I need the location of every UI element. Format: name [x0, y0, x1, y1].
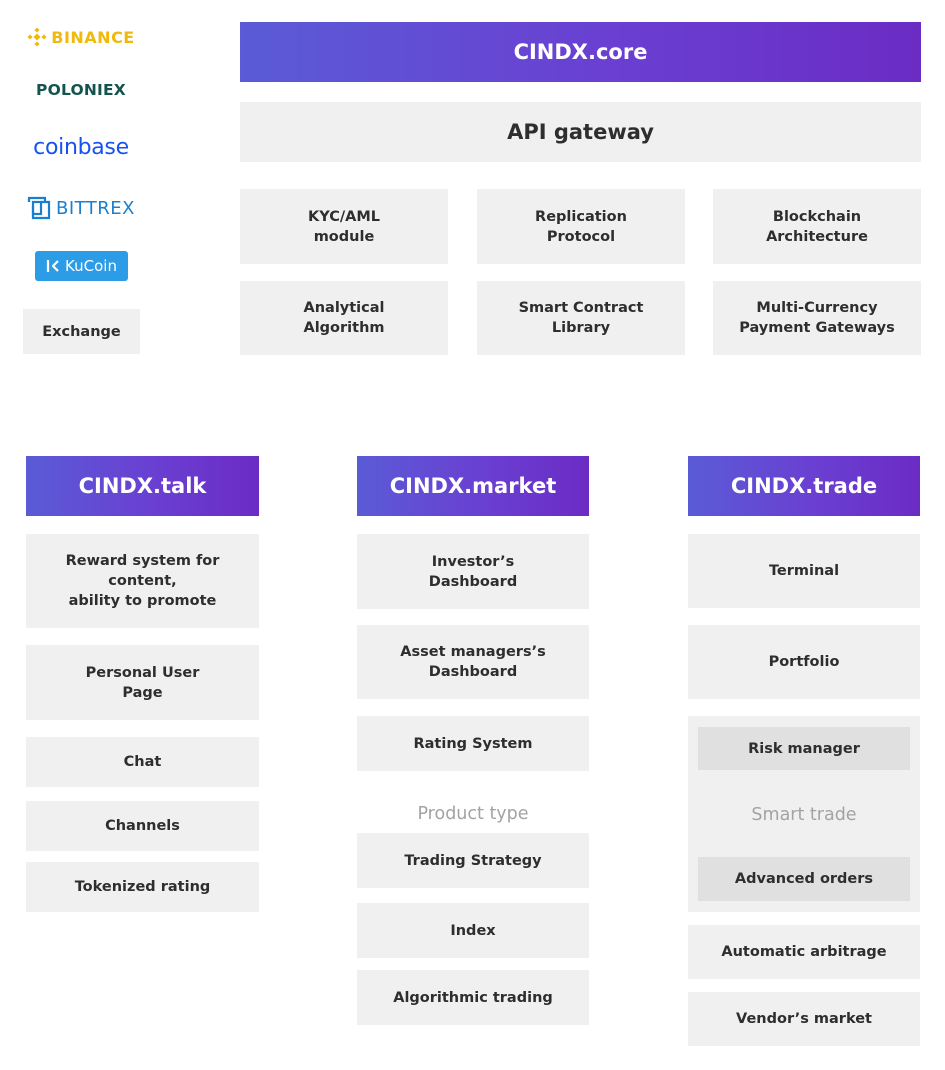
binance-diamond-icon [27, 27, 47, 47]
exchange-box: Exchange [23, 309, 140, 354]
talk-item-reward: Reward system for content, ability to pr… [26, 534, 259, 628]
market-product-label: Index [450, 922, 496, 939]
kucoin-logo: KuCoin [20, 251, 142, 281]
trade-item-label: Portfolio [768, 654, 840, 670]
kucoin-label: KuCoin [65, 257, 117, 275]
kucoin-badge: KuCoin [34, 251, 128, 281]
core-module-label: Multi-Currency Payment Gateways [739, 300, 895, 336]
core-module-label: Smart Contract Library [518, 300, 644, 336]
coinbase-logo: coinbase [20, 132, 142, 162]
kucoin-k-icon [46, 260, 59, 272]
talk-title: CINDX.talk [78, 474, 207, 498]
smart-trade-label: Smart trade [688, 800, 920, 830]
trade-item-automatic-arbitrage: Automatic arbitrage [688, 925, 920, 979]
market-title: CINDX.market [389, 474, 557, 498]
exchange-label: Exchange [42, 323, 121, 340]
trade-item-label: Advanced orders [734, 871, 874, 887]
smart-trade-text: Smart trade [751, 805, 857, 825]
core-header: CINDX.core [240, 22, 921, 82]
trade-item-vendors-market: Vendor’s market [688, 992, 920, 1046]
core-module-label: KYC/AML module [307, 208, 381, 245]
market-item-asset-manager-dashboard: Asset managers’s Dashboard [357, 625, 589, 699]
core-module-kyc: KYC/AML module [240, 189, 448, 264]
market-item-label: Investor’s Dashboard [428, 553, 518, 590]
talk-item-personal-page: Personal User Page [26, 645, 259, 720]
core-module-label: Blockchain Architecture [766, 208, 868, 245]
bittrex-label: BITTREX [55, 197, 136, 219]
core-module-analytical: Analytical Algorithm [240, 281, 448, 355]
talk-item-label: Personal User Page [85, 664, 200, 701]
market-product-label: Algorithmic trading [393, 989, 553, 1006]
talk-item-tokenized-rating: Tokenized rating [26, 862, 259, 912]
core-title: CINDX.core [513, 40, 648, 64]
market-product-algorithmic-trading: Algorithmic trading [357, 970, 589, 1025]
product-type-label: Product type [357, 800, 589, 828]
talk-item-chat: Chat [26, 737, 259, 787]
api-gateway-box: API gateway [240, 102, 921, 162]
core-module-label: Analytical Algorithm [303, 300, 385, 336]
trade-item-label: Vendor’s market [736, 1011, 872, 1027]
talk-item-label: Tokenized rating [74, 879, 211, 895]
trade-item-terminal: Terminal [688, 534, 920, 608]
core-module-payment: Multi-Currency Payment Gateways [713, 281, 921, 355]
poloniex-label: POLONIEX [36, 81, 126, 99]
talk-item-label: Channels [105, 818, 180, 834]
core-module-replication: Replication Protocol [477, 189, 685, 264]
api-gateway-label: API gateway [507, 120, 654, 144]
trade-item-portfolio: Portfolio [688, 625, 920, 699]
bittrex-icon [27, 196, 51, 220]
market-item-rating-system: Rating System [357, 716, 589, 771]
talk-item-label: Chat [123, 754, 162, 770]
trade-header: CINDX.trade [688, 456, 920, 516]
core-module-blockchain: Blockchain Architecture [713, 189, 921, 264]
bittrex-logo: BITTREX [20, 194, 142, 222]
trade-item-advanced-orders: Advanced orders [698, 857, 910, 901]
market-product-trading-strategy: Trading Strategy [357, 833, 589, 888]
market-product-index: Index [357, 903, 589, 958]
core-module-smart-contract: Smart Contract Library [477, 281, 685, 355]
talk-item-label: Reward system for content, ability to pr… [65, 553, 220, 609]
binance-label: BINANCE [51, 27, 135, 47]
coinbase-label: coinbase [33, 134, 129, 160]
market-product-label: Trading Strategy [404, 852, 542, 869]
market-header: CINDX.market [357, 456, 589, 516]
market-item-investor-dashboard: Investor’s Dashboard [357, 534, 589, 609]
market-item-label: Asset managers’s Dashboard [400, 644, 546, 680]
trade-item-label: Risk manager [748, 740, 860, 757]
trade-item-label: Terminal [768, 563, 840, 579]
market-item-label: Rating System [413, 735, 533, 752]
trade-item-label: Automatic arbitrage [721, 944, 887, 960]
talk-header: CINDX.talk [26, 456, 259, 516]
trade-item-risk-manager: Risk manager [698, 727, 910, 770]
poloniex-logo: POLONIEX [20, 78, 142, 102]
binance-logo: BINANCE [20, 24, 142, 50]
core-module-label: Replication Protocol [535, 208, 627, 245]
trade-title: CINDX.trade [730, 474, 878, 498]
talk-item-channels: Channels [26, 801, 259, 851]
product-type-text: Product type [417, 804, 529, 824]
